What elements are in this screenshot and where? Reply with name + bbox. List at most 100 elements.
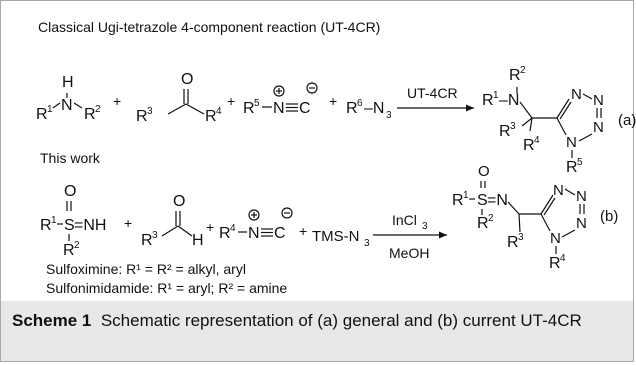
prod-a-r5: R (566, 159, 578, 176)
isocyanide-b-reagent: R 4 N C (219, 207, 293, 242)
prod-b-n: =N (487, 192, 508, 209)
arrow-b-top: InCl (392, 212, 417, 228)
ketone-r4: R (205, 108, 217, 125)
sulf-nh: =NH (74, 217, 106, 234)
plus-5: + (206, 219, 214, 235)
tetrazole-b-n3: N (576, 215, 587, 232)
arrow-b-top-sub: 3 (422, 221, 428, 232)
prod-b-r1-sub: 1 (463, 190, 469, 201)
prod-a-r5-sub: 5 (577, 157, 583, 168)
azide-n3-sub: 3 (386, 110, 392, 121)
plus-charge-b-icon (248, 209, 260, 221)
ketone-r3-sub: 3 (147, 106, 153, 117)
sulf-r2: R (63, 242, 75, 259)
prod-a-n: –N (499, 92, 519, 109)
caption-label: Scheme 1 (12, 311, 92, 330)
prod-b-r2-sub: 2 (488, 213, 494, 224)
product-b: O R 1 S =N R 2 R 3 N N N N R 4 (b) (452, 163, 618, 272)
sulf-o: O (64, 183, 76, 200)
plus-charge-icon (273, 85, 285, 97)
prod-b-r2: R (477, 215, 489, 232)
isocyanide-b-r4: R (219, 225, 231, 242)
prod-a-r2-sub: 2 (520, 65, 526, 76)
ketone-o: O (181, 71, 193, 88)
minus-charge-icon (306, 82, 318, 94)
product-a-label: (a) (618, 112, 636, 129)
note-sulfoximine: Sulfoximine: R¹ = R² = alkyl, aryl (46, 261, 246, 277)
sulfoximine-reagent: O R 1 S =NH R 2 (40, 183, 106, 259)
prod-b-r1: R (452, 192, 464, 209)
ketone-r4-sub: 4 (216, 106, 222, 117)
arrow-a: UT-4CR (397, 85, 474, 112)
arrow-b-bottom: MeOH (389, 245, 429, 261)
isocyanide-b-r4-sub: 4 (230, 223, 236, 234)
amine-n: N (61, 97, 73, 114)
amine-h: H (62, 74, 74, 91)
isocyanide-b-c: C (274, 225, 286, 242)
scheme-caption: Scheme 1 Schematic representation of (a)… (12, 309, 624, 333)
plus-1: + (113, 93, 121, 109)
prod-a-r3-sub: 3 (510, 121, 516, 132)
tetrazole-b-n2: N (576, 188, 587, 205)
product-b-label: (b) (600, 208, 618, 225)
ketone-r3: R (136, 108, 148, 125)
isocyanide-reagent: R 5 N C (243, 82, 318, 117)
aldehyde-r3: R (141, 232, 153, 249)
tms-azide-sub: 3 (364, 238, 370, 249)
prod-b-r4: R (549, 255, 561, 272)
isocyanide-b-n: N (248, 225, 260, 242)
product-a: R 1 –N R 2 R 3 R 4 N N N N R 5 (a) (482, 65, 636, 176)
prod-b-r3: R (507, 234, 519, 251)
caption-text: Schematic representation of (a) general … (100, 311, 582, 330)
aldehyde-o: O (173, 193, 185, 210)
prod-b-s: S (477, 192, 488, 209)
heading-this-work: This work (40, 150, 101, 166)
amine-r2-sub: 2 (95, 104, 101, 115)
prod-b-r3-sub: 3 (518, 232, 524, 243)
tetrazole-a-n2: N (593, 92, 604, 109)
arrow-a-label: UT-4CR (407, 85, 458, 101)
amine-r2: R (84, 106, 96, 123)
tms-azide: TMS-N (312, 228, 360, 245)
azide-r6-sub: 6 (357, 98, 363, 109)
note-sulfonimidamide: Sulfonimidamide: R¹ = aryl; R² = amine (46, 280, 287, 296)
arrow-b: InCl 3 MeOH (373, 212, 447, 261)
plus-2: + (227, 93, 235, 109)
aldehyde-h: H (192, 232, 204, 249)
amine-r1-sub: 1 (47, 104, 53, 115)
sulf-s: S (64, 217, 75, 234)
prod-b-o: O (478, 163, 490, 180)
minus-charge-b-icon (281, 207, 293, 219)
plus-4: + (124, 215, 132, 231)
prod-b-r4-sub: 4 (560, 253, 566, 264)
isocyanide-r5-sub: 5 (254, 98, 260, 109)
tetrazole-a-n3: N (593, 119, 604, 136)
ketone-reagent: O R 3 R 4 (136, 71, 222, 125)
sulf-r2-sub: 2 (74, 240, 80, 251)
tetrazole-a-n4: N (566, 134, 577, 151)
azide-reagent: R 6 –N 3 (346, 98, 392, 121)
isocyanide-n: N (273, 100, 285, 117)
amine-reagent: H N R 1 R 2 (36, 74, 101, 123)
prod-a-r3: R (499, 123, 511, 140)
aldehyde-reagent: O R 3 H (141, 193, 204, 249)
tetrazole-b-n4: N (550, 230, 561, 247)
prod-a-r4: R (523, 137, 535, 154)
tetrazole-a-n1: N (571, 86, 582, 103)
aldehyde-r3-sub: 3 (152, 230, 158, 241)
tetrazole-b-n1: N (553, 182, 564, 199)
prod-a-r1-sub: 1 (493, 90, 499, 101)
caption-band (1, 301, 633, 361)
azide-r6: R (346, 100, 358, 117)
prod-a-r1: R (482, 92, 494, 109)
sulf-r1-sub: 1 (51, 215, 57, 226)
prod-a-r2: R (509, 67, 521, 84)
plus-3: + (329, 93, 337, 109)
plus-6: + (299, 223, 307, 239)
isocyanide-c: C (299, 100, 311, 117)
sulf-r1: R (40, 217, 52, 234)
amine-r1: R (36, 106, 48, 123)
tms-azide-reagent: TMS-N 3 (312, 228, 370, 249)
azide-n3: –N (364, 100, 384, 117)
